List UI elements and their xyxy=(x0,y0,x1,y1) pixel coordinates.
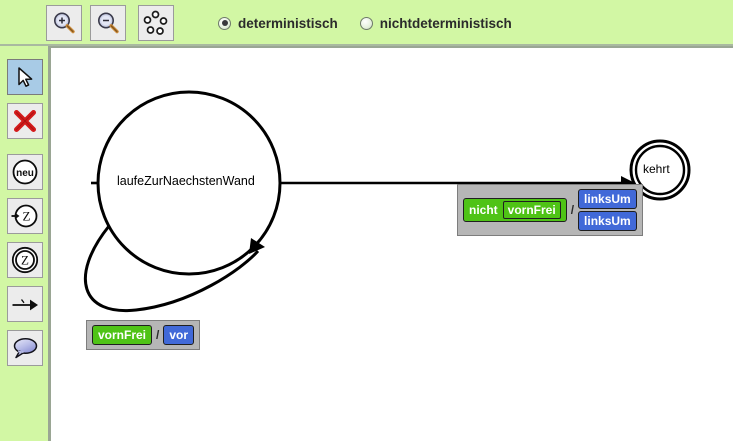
layout-dice-icon xyxy=(143,10,168,35)
action-vor[interactable]: vor xyxy=(163,325,195,345)
new-state-icon: neu xyxy=(12,159,38,185)
svg-text:Z: Z xyxy=(23,209,31,224)
palette-divider xyxy=(48,46,51,441)
state-label-kehrt: kehrt xyxy=(643,162,670,176)
condition-negation-text: nicht xyxy=(469,203,498,217)
self-loop-transition[interactable] xyxy=(83,225,265,313)
start-state-tool-button[interactable]: Z xyxy=(7,198,43,234)
label-separator: / xyxy=(570,203,575,217)
radio-deterministisch-indicator[interactable] xyxy=(218,16,231,30)
layout-button[interactable] xyxy=(138,5,174,41)
state-node-kehrt[interactable] xyxy=(629,139,691,201)
action-linksum-1[interactable]: linksUm xyxy=(578,189,637,209)
zoom-out-icon xyxy=(98,12,119,34)
radio-deterministisch-label: deterministisch xyxy=(238,15,338,31)
svg-text:Z: Z xyxy=(21,253,29,268)
new-state-tool-button[interactable]: neu xyxy=(7,154,43,190)
automaton-canvas[interactable]: laufeZurNaechstenWand kehrt vornFrei / v… xyxy=(51,48,733,441)
comment-bubble-icon xyxy=(13,338,38,359)
condition-nicht-vornfrei[interactable]: nicht vornFrei xyxy=(463,198,567,222)
state-label-laufezurnaechstenwand: laufeZurNaechstenWand xyxy=(117,174,255,188)
start-state-icon: Z xyxy=(11,204,38,228)
label-separator: / xyxy=(156,328,160,342)
zoom-in-icon xyxy=(54,12,75,34)
top-toolbar: deterministisch nichtdeterministisch xyxy=(0,0,733,46)
comment-tool-button[interactable] xyxy=(7,330,43,366)
pointer-icon xyxy=(18,67,33,87)
tool-palette: neu Z Z xyxy=(0,46,50,441)
zoom-out-button[interactable] xyxy=(90,5,126,41)
radio-nichtdeterministisch-label: nichtdeterministisch xyxy=(379,15,512,31)
zoom-in-button[interactable] xyxy=(46,5,82,41)
condition-vornfrei[interactable]: vornFrei xyxy=(92,325,153,345)
action-list: linksUm linksUm xyxy=(578,189,637,231)
svg-text:neu: neu xyxy=(16,168,34,179)
transition-label-main[interactable]: nicht vornFrei / linksUm linksUm xyxy=(457,184,643,236)
transition-label-self-loop[interactable]: vornFrei / vor xyxy=(86,320,201,350)
transition-arrow-icon xyxy=(12,299,38,311)
delete-tool-button[interactable] xyxy=(7,103,43,139)
condition-inner-vornfrei[interactable]: vornFrei xyxy=(502,201,561,219)
transition-tool-button[interactable] xyxy=(7,286,43,322)
automaton-graph xyxy=(83,90,691,313)
action-linksum-2[interactable]: linksUm xyxy=(578,211,637,231)
determinism-radio-group: deterministisch nichtdeterministisch xyxy=(218,16,534,31)
radio-nichtdeterministisch-indicator[interactable] xyxy=(359,16,373,30)
pointer-tool-button[interactable] xyxy=(7,59,43,95)
toolbar-divider xyxy=(0,44,733,46)
final-state-icon: Z xyxy=(11,246,39,274)
final-state-tool-button[interactable]: Z xyxy=(7,242,43,278)
radio-deterministisch[interactable]: deterministisch xyxy=(218,16,338,31)
radio-nichtdeterministisch[interactable]: nichtdeterministisch xyxy=(359,15,512,31)
delete-x-icon xyxy=(14,110,36,132)
canvas-top-divider xyxy=(51,46,733,48)
